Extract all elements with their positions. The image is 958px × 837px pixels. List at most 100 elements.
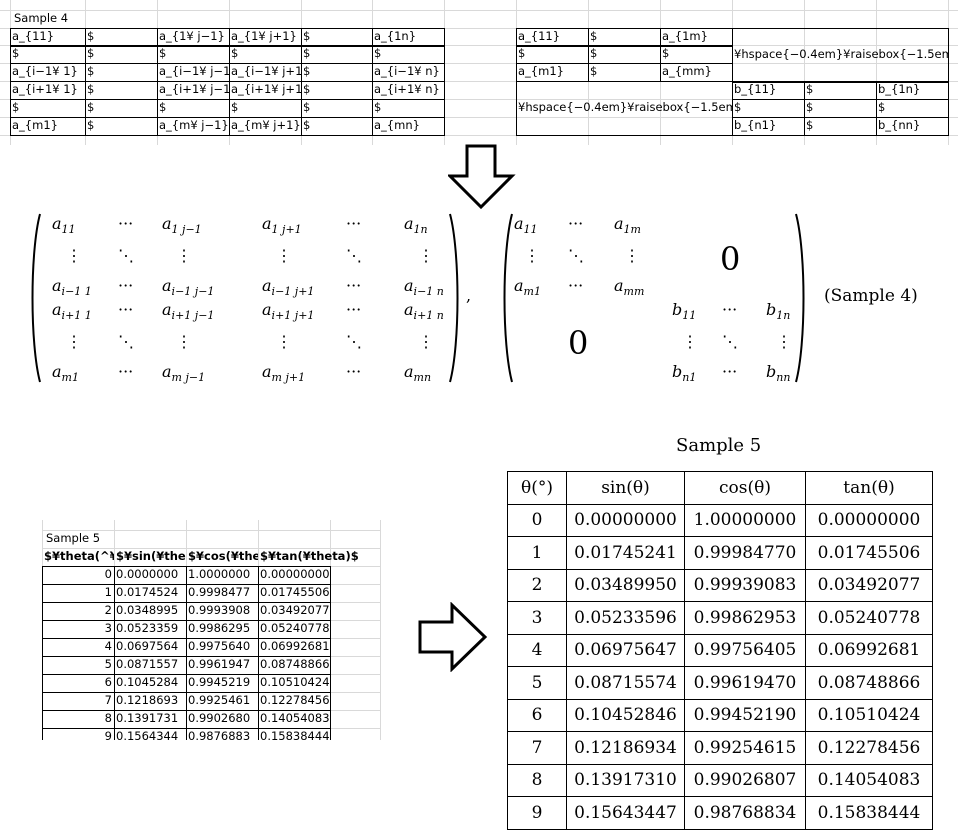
sheet-cell: 1 (104, 585, 112, 599)
sheet-cell: $ (590, 29, 598, 43)
sheet-cell: 0.1391731 (116, 711, 179, 725)
matrix-subscript: 1n (776, 309, 791, 322)
table-cell: 0.03492077 (805, 568, 933, 602)
matrix-base: a (404, 214, 414, 233)
sheet-cell: $ (734, 100, 742, 114)
matrix-entry: ai−1 j+1 (262, 276, 314, 297)
sheet-cell: a_{mm} (662, 64, 712, 78)
right-paren (449, 213, 459, 383)
matrix-symbol: ⋮ (276, 246, 292, 265)
sheet-cell: 0.03492077 (260, 603, 330, 617)
matrix-base: a (262, 214, 272, 233)
sheet-cell: $ (590, 46, 598, 60)
sheet-cell: a_{m1} (518, 64, 564, 78)
matrix-base: a (52, 300, 62, 319)
sheet-cell: $ (87, 118, 95, 132)
matrix-entry: am j−1 (162, 362, 205, 383)
matrix-subscript: i+1 n (413, 309, 444, 322)
matrix-base: a (614, 276, 624, 295)
matrix-entry: ··· (346, 300, 361, 319)
sheet-cell: 0.9986295 (188, 621, 251, 635)
matrix-comma: , (466, 286, 472, 305)
matrix-subscript: i−1 j−1 (171, 285, 215, 298)
matrix-symbol: ⋱ (118, 332, 134, 351)
matrix-entry: ··· (346, 362, 361, 381)
matrix-symbol: ⋮ (66, 246, 82, 265)
table-cell: 0.10510424 (805, 698, 933, 732)
table-cell: 0.15643447 (566, 796, 685, 830)
left-paren (31, 213, 41, 383)
table-cell: 5 (507, 666, 567, 700)
table-cell: 1 (507, 536, 567, 570)
matrix-entry: a11 (52, 214, 76, 236)
sheet-cell: a_{mn} (374, 118, 420, 132)
matrix-base: b (766, 362, 777, 381)
sheet-cell: 0.9975640 (188, 639, 251, 653)
table-cell: 0.03489950 (566, 568, 685, 602)
zero-bottom-left: 0 (568, 324, 589, 362)
matrix-base: a (514, 214, 524, 233)
sheet-cell: a_{i+1¥ 1} (12, 82, 78, 96)
sheet-cell: 0.0523359 (116, 621, 179, 635)
matrix-symbol: ··· (722, 300, 738, 319)
sheet-cell: a_{i−1¥ n} (374, 64, 440, 78)
matrix-subscript: 11 (61, 223, 76, 236)
matrix-entry: bnn (766, 362, 790, 383)
matrix-entry: ai+1 j+1 (262, 300, 314, 321)
matrix-entry: a1m (614, 214, 641, 235)
matrix-subscript: 1n (413, 223, 428, 236)
sheet-cell: 0.08748866 (260, 657, 330, 671)
sheet-cell: $ (806, 82, 814, 96)
table-cell: 0.14054083 (805, 763, 933, 797)
sample5-spreadsheet: Sample 5 $¥theta(^¥$¥sin(¥the$¥cos(¥the$… (0, 520, 400, 740)
right-paren-2 (795, 213, 805, 383)
table-cell: 4 (507, 633, 567, 667)
matrix-base: a (162, 276, 172, 295)
table-cell: 0.99026807 (684, 763, 806, 797)
sheet-cell: $¥cos(¥the (188, 549, 258, 563)
matrix-entry: ⋱ (346, 246, 362, 265)
matrix-symbol: ··· (118, 362, 134, 381)
sheet-cell: a_{i+1¥ j−1 (159, 82, 229, 96)
matrix-symbol: ··· (118, 276, 134, 295)
table-cell: 0.99452190 (684, 698, 806, 732)
table-cell: 7 (507, 731, 567, 765)
sheet-cell: 0.9902680 (188, 711, 251, 725)
matrix-base: a (262, 276, 272, 295)
matrix-subscript: m1 (61, 371, 79, 384)
sheet-cell: $ (374, 100, 382, 114)
sheet-cell: 0.9961947 (188, 657, 251, 671)
matrix-entry: ··· (346, 214, 361, 233)
table-cell: 0.13917310 (566, 763, 685, 797)
matrix-subscript: 1 j+1 (271, 223, 302, 236)
sheet-cell: $ (12, 46, 20, 60)
sheet-cell: 0.0174524 (116, 585, 179, 599)
matrix-subscript: mm (623, 285, 645, 298)
table-cell: 0.08715574 (566, 666, 685, 700)
matrix-entry: ⋮ (66, 246, 82, 265)
matrix-base: a (52, 362, 62, 381)
sheet-cell: $ (518, 46, 526, 60)
matrix-symbol: ⋱ (722, 332, 738, 351)
sheet-cell: 0.10510424 (260, 675, 330, 689)
matrix-symbol: ⋮ (66, 332, 82, 351)
matrix-entry: ··· (722, 362, 737, 381)
matrix-symbol: ⋮ (624, 246, 640, 265)
matrix-entry: am j+1 (262, 362, 305, 383)
table-cell: 0.99619470 (684, 666, 806, 700)
matrix-entry: ⋮ (776, 332, 792, 351)
sheet-cell: a_{11} (518, 29, 561, 43)
matrix-entry: ⋮ (276, 332, 292, 351)
matrix-entry: ··· (118, 362, 133, 381)
table-cell: 0.08748866 (805, 666, 933, 700)
table-cell: 0.10452846 (566, 698, 685, 732)
table-cell: 3 (507, 601, 567, 635)
sheet-cell: $ (159, 46, 167, 60)
matrix-subscript: i+1 j−1 (171, 309, 215, 322)
matrix-entry: ai+1 1 (52, 300, 92, 321)
matrix-base: a (162, 362, 172, 381)
matrix-symbol: ⋮ (418, 246, 434, 265)
